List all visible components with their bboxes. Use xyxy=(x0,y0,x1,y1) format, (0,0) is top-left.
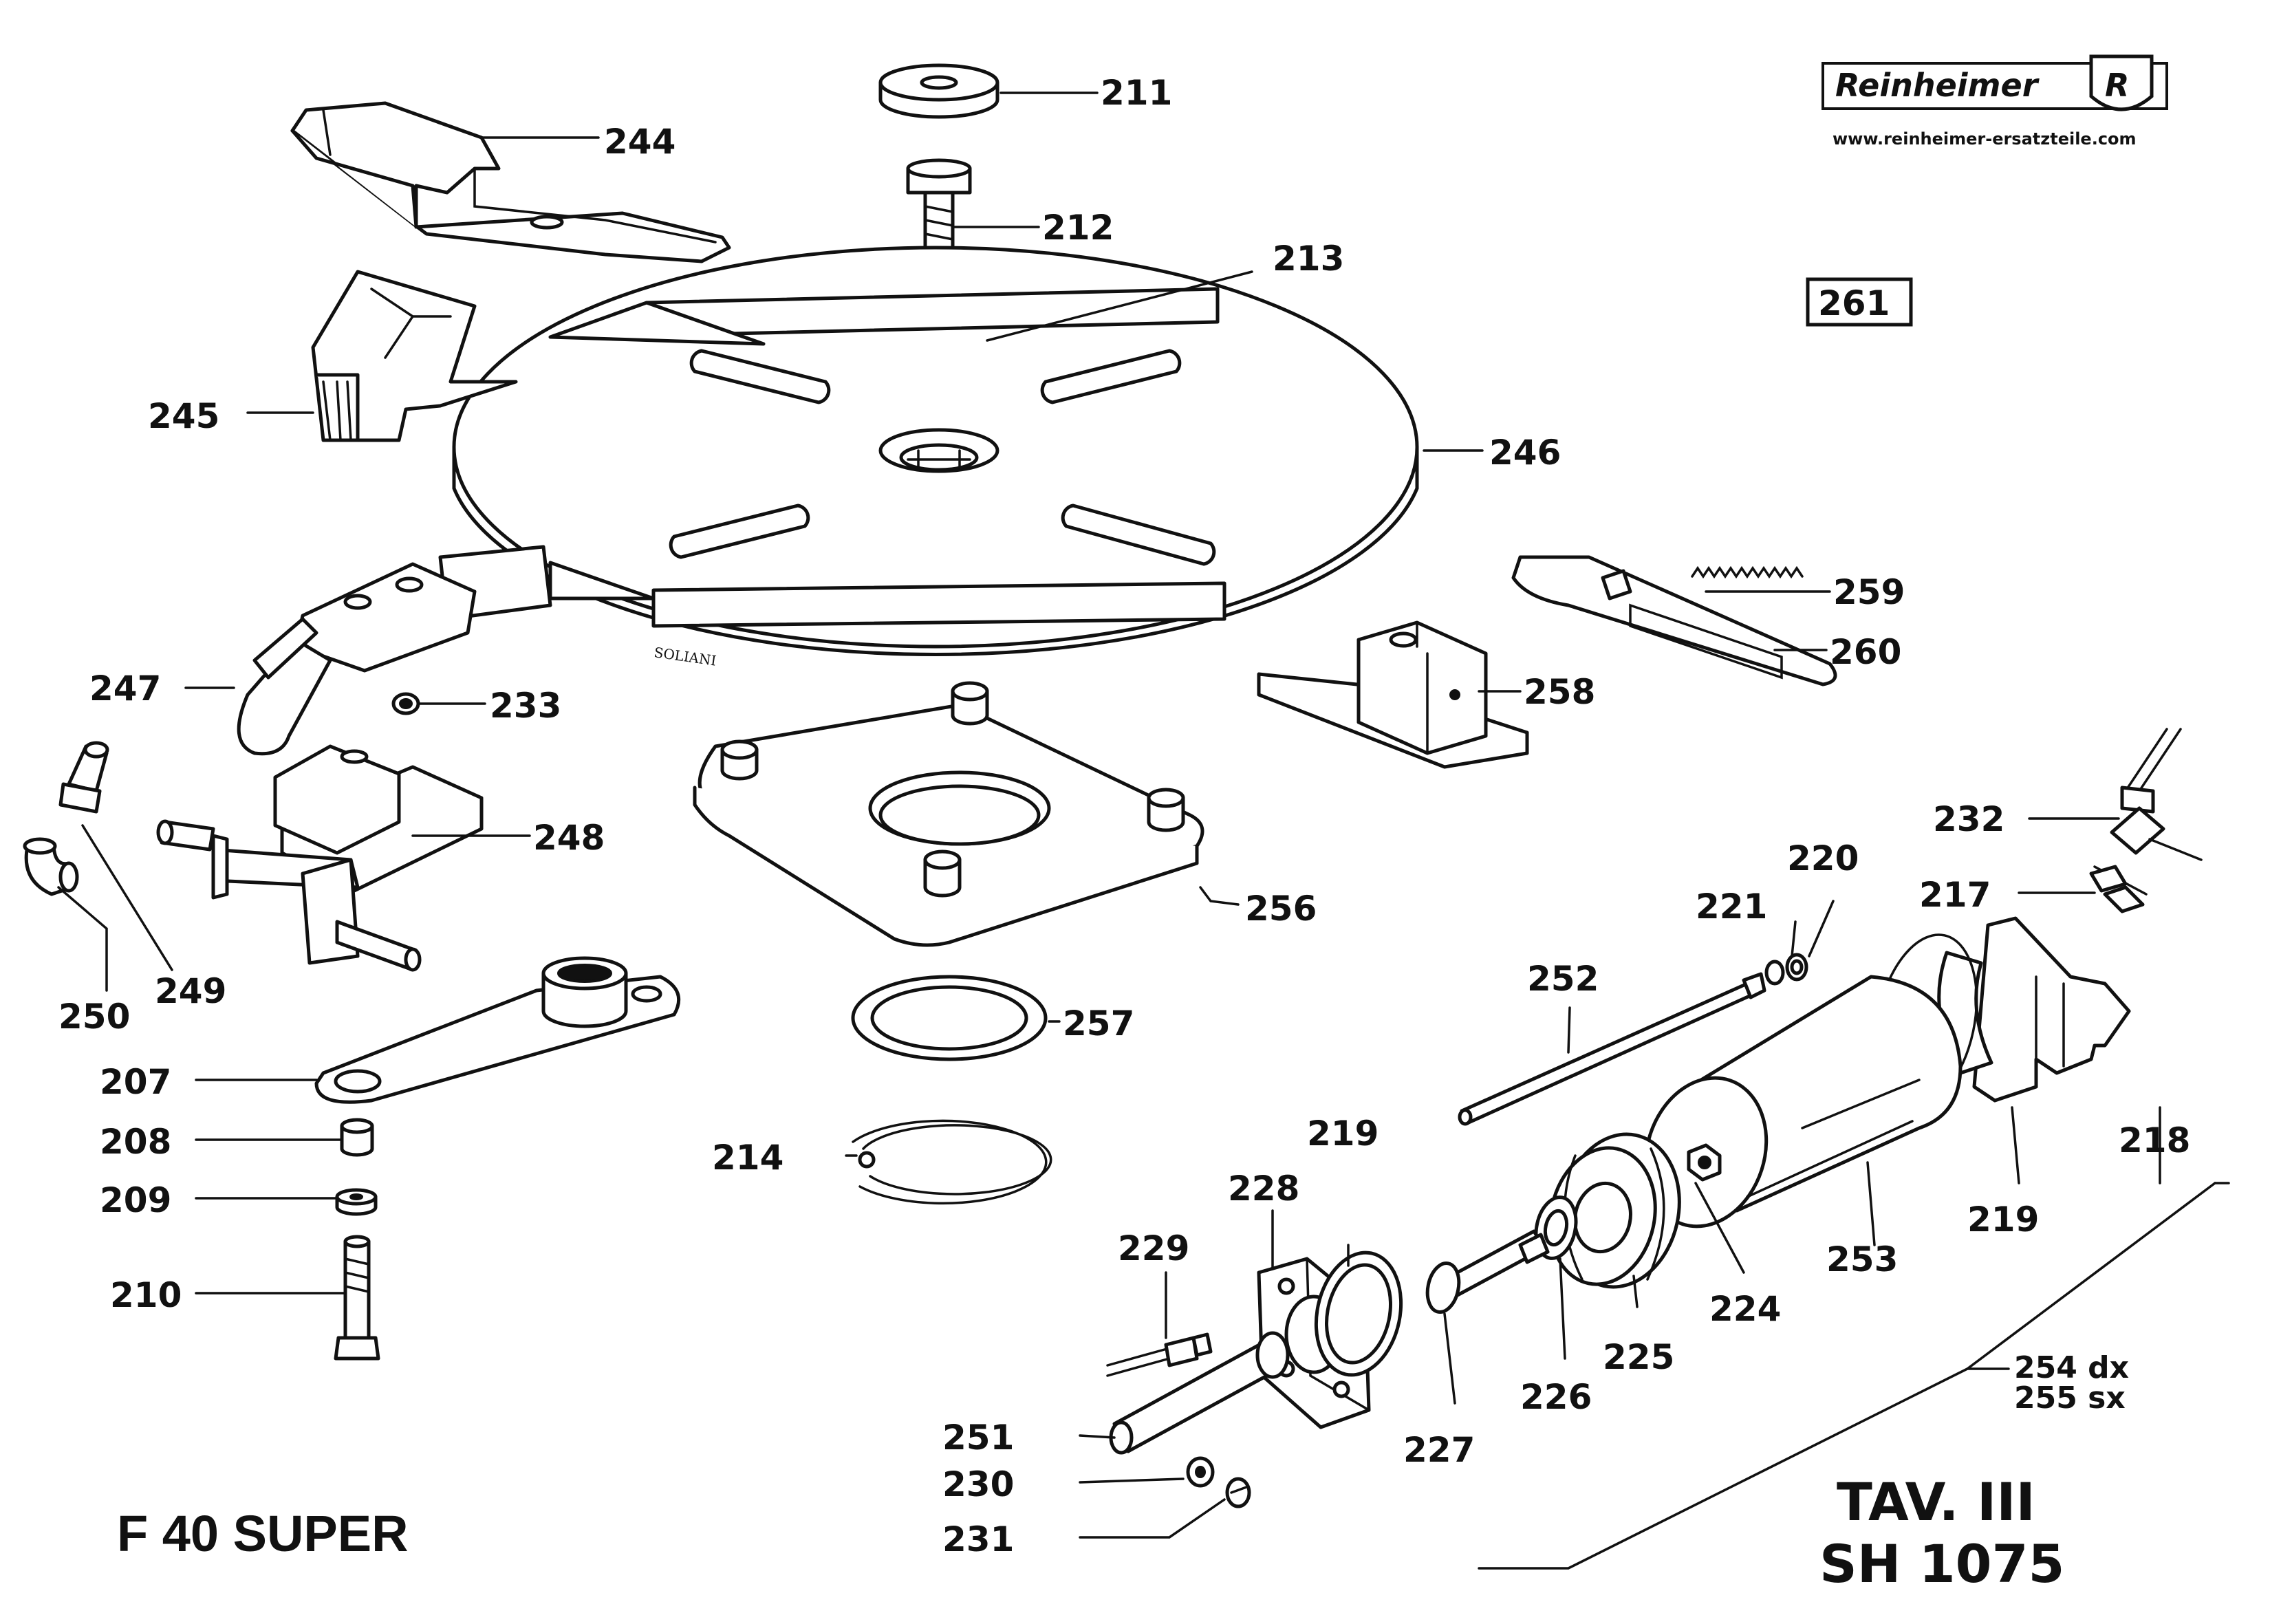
label-246: 246 xyxy=(1489,433,1561,473)
part-209-washer xyxy=(335,1188,378,1216)
brand-logo-letter: R xyxy=(2105,67,2129,104)
label-217: 217 xyxy=(1919,875,1991,915)
part-252-tie-rod xyxy=(1458,972,1766,1126)
label-249: 249 xyxy=(155,971,226,1011)
label-251: 251 xyxy=(942,1418,1014,1458)
part-260-slider-bar xyxy=(1511,555,1837,686)
label-214: 214 xyxy=(712,1138,783,1178)
label-207: 207 xyxy=(100,1062,171,1102)
brand-logo: Reinheimer R xyxy=(1822,54,2168,111)
part-labels: 211 212 213 244 245 246 247 233 248 249 … xyxy=(58,73,2190,1559)
label-226: 226 xyxy=(1520,1377,1592,1417)
part-225-piston xyxy=(1548,1132,1681,1289)
part-230-nut xyxy=(1186,1456,1215,1488)
label-247: 247 xyxy=(89,669,161,708)
brand-url: www.reinheimer-ersatzteile.com xyxy=(1833,129,2137,149)
part-258-slide-block xyxy=(1257,620,1529,769)
label-259: 259 xyxy=(1833,572,1905,612)
table-line-2: SH 1075 xyxy=(1819,1533,2064,1594)
plate-number: 261 xyxy=(1818,283,1890,323)
label-227: 227 xyxy=(1403,1430,1475,1470)
part-247-lever-block xyxy=(237,545,552,756)
label-250: 250 xyxy=(58,997,130,1037)
part-233-nut xyxy=(391,692,420,715)
part-217-connector xyxy=(2089,865,2148,913)
label-208: 208 xyxy=(100,1122,171,1162)
label-257: 257 xyxy=(1063,1004,1134,1043)
part-211-washer xyxy=(878,63,999,119)
part-229-hydraulic-fitting xyxy=(1106,1332,1213,1377)
label-224: 224 xyxy=(1709,1289,1781,1329)
label-248: 248 xyxy=(533,818,605,858)
label-212: 212 xyxy=(1042,208,1114,248)
part-248-slide-block xyxy=(156,744,484,972)
part-220-washer xyxy=(1785,953,1808,982)
part-244-clamp-jaw xyxy=(290,101,731,263)
part-227-rod-seal xyxy=(1425,1229,1550,1314)
part-224-nut xyxy=(1687,1143,1722,1182)
plate-number-box: 261 xyxy=(1806,277,1913,327)
label-232: 232 xyxy=(1933,799,2004,839)
part-208-bushing xyxy=(340,1118,374,1157)
label-211: 211 xyxy=(1101,73,1172,113)
part-259-spring xyxy=(1691,565,1804,579)
label-220: 220 xyxy=(1787,838,1859,878)
label-210: 210 xyxy=(110,1275,182,1315)
model-name: F 40 SUPER xyxy=(117,1505,409,1562)
part-219-o-ring-left xyxy=(1314,1251,1403,1377)
table-line-1: TAV. III xyxy=(1837,1471,2035,1533)
label-225: 225 xyxy=(1603,1337,1674,1377)
label-221: 221 xyxy=(1696,887,1767,927)
label-256: 256 xyxy=(1245,889,1317,929)
leader-lines xyxy=(57,91,2230,1570)
label-230: 230 xyxy=(942,1464,1014,1504)
part-207-lever-arm xyxy=(314,956,681,1104)
label-252: 252 xyxy=(1527,959,1599,999)
brand-name: Reinheimer xyxy=(1835,67,2040,104)
label-228: 228 xyxy=(1228,1169,1299,1209)
label-209: 209 xyxy=(100,1180,171,1220)
label-258: 258 xyxy=(1524,672,1595,712)
part-218-end-flange xyxy=(1937,916,2131,1103)
label-253: 253 xyxy=(1826,1239,1898,1279)
part-221-washer xyxy=(1764,960,1785,986)
draftsman-signature: SOLIANI xyxy=(653,644,717,669)
part-231-clip xyxy=(1225,1477,1251,1508)
label-244: 244 xyxy=(604,122,675,162)
part-250-elbow-fitting xyxy=(23,837,79,896)
label-219-right: 219 xyxy=(1967,1200,2039,1239)
label-255: 255 sx xyxy=(2014,1381,2126,1416)
plate-studs xyxy=(720,681,1185,898)
part-210-pin xyxy=(334,1235,380,1361)
part-246-turntable-disc xyxy=(452,246,1419,656)
part-214-circlip xyxy=(852,1119,1052,1205)
label-254: 254 dx xyxy=(2014,1350,2129,1385)
label-213: 213 xyxy=(1273,239,1344,279)
part-256-base-plate xyxy=(693,681,1204,947)
part-232-tee-fitting xyxy=(2110,728,2203,861)
part-257-ring xyxy=(851,975,1048,1061)
part-249-grease-fitting xyxy=(58,741,109,814)
label-233: 233 xyxy=(490,686,561,726)
label-260: 260 xyxy=(1830,632,1901,672)
label-245: 245 xyxy=(148,396,219,436)
label-219-left: 219 xyxy=(1307,1114,1379,1154)
part-245-jaw-insert xyxy=(311,270,518,442)
label-231: 231 xyxy=(942,1519,1014,1559)
label-218: 218 xyxy=(2119,1120,2190,1160)
label-229: 229 xyxy=(1118,1228,1189,1268)
